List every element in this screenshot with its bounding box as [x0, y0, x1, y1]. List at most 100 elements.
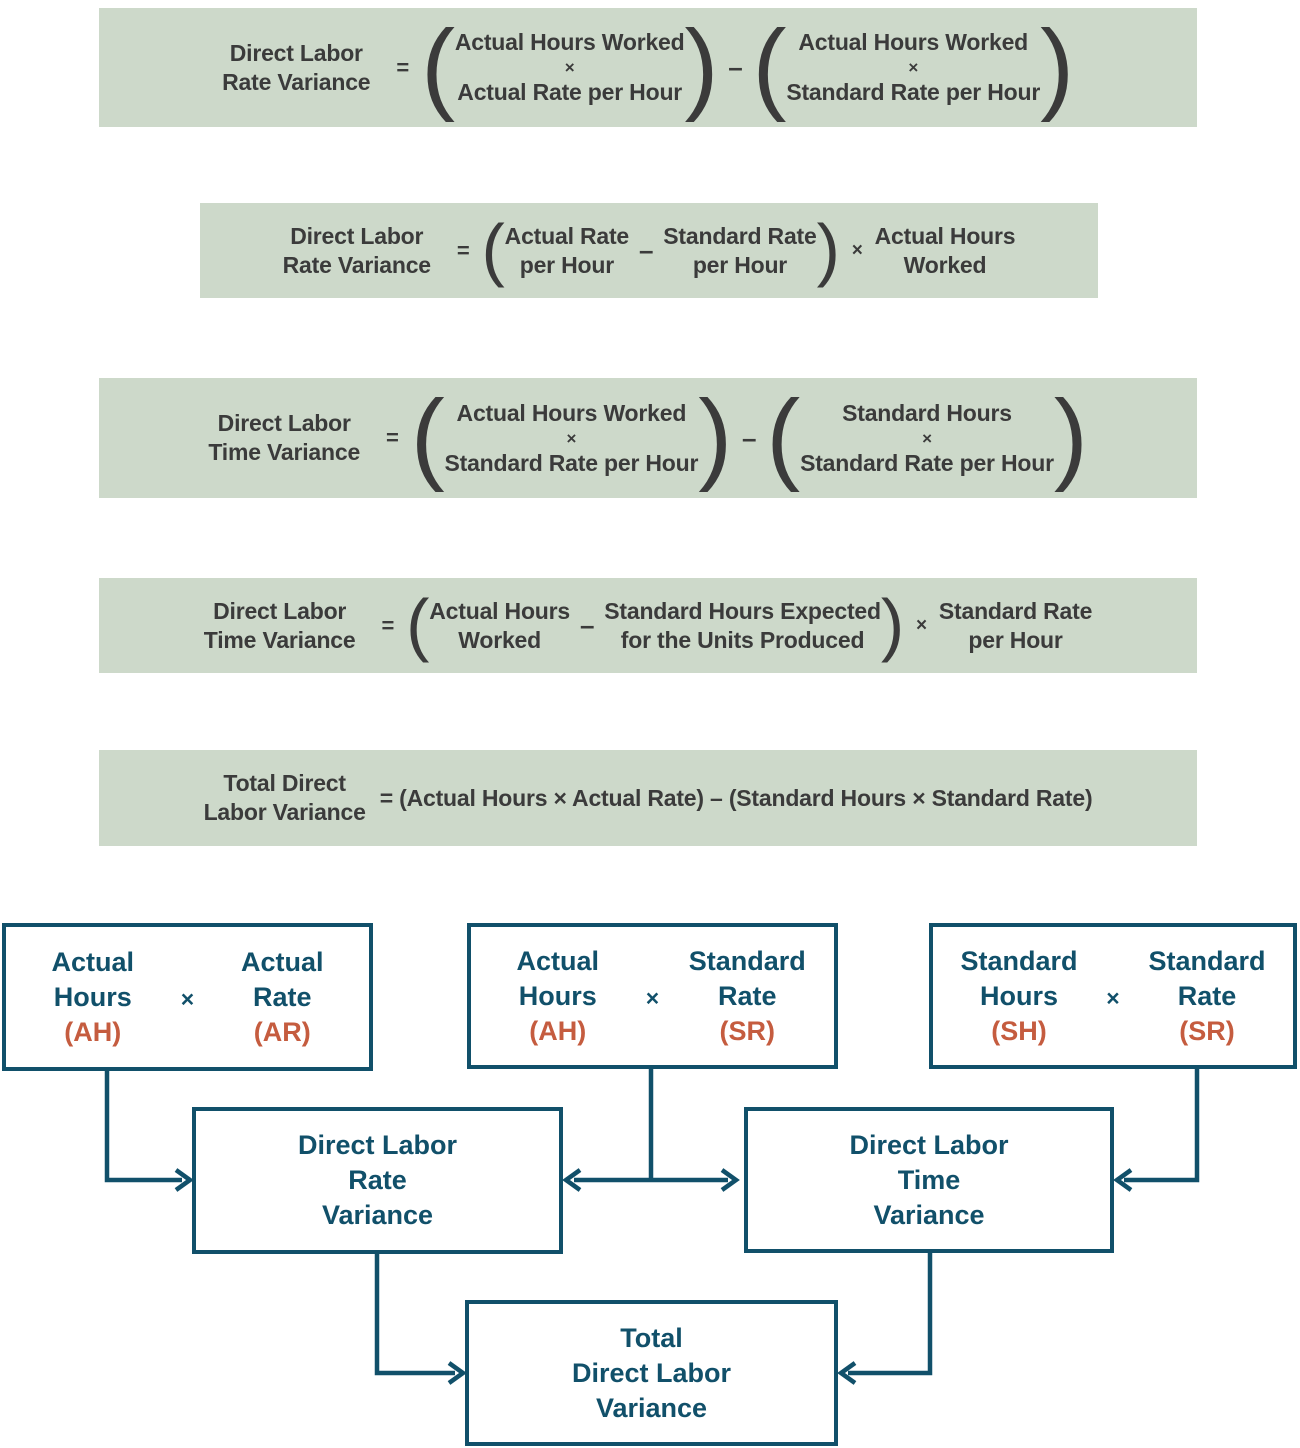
- formula-lhs-line: Rate Variance: [222, 68, 371, 95]
- close-paren: ): [1053, 379, 1088, 493]
- times-sign: ×: [1106, 984, 1120, 1011]
- equals-sign: =: [386, 425, 399, 450]
- connector-rate-variance-to-total: [374, 1254, 455, 1376]
- factor-standard-rate: Standard Rate (SR): [675, 944, 821, 1049]
- formula-panel-time-variance-expanded: Direct Labor Time Variance = ( Actual Ho…: [99, 378, 1197, 498]
- formula-term-line: Worked: [903, 251, 987, 278]
- times-sign: ×: [566, 428, 577, 448]
- formula-term-stack: Standard Hours Expected for the Units Pr…: [604, 597, 881, 655]
- formula-term-line: Standard Rate: [663, 222, 817, 249]
- factor-line: Actual: [516, 945, 600, 976]
- factor-actual-hours: Actual Hours (AH): [485, 944, 631, 1049]
- factor-abbreviation: (AH): [529, 1015, 587, 1046]
- formula-term-stack: Standard Hours × Standard Rate per Hour: [800, 399, 1054, 478]
- variance-label-line: Rate: [348, 1165, 407, 1195]
- variance-label-line: Direct Labor: [297, 1130, 458, 1160]
- formula-lhs: Direct Labor Time Variance: [204, 597, 356, 655]
- open-paren: (: [406, 584, 430, 663]
- formula-term-line: Standard Rate: [938, 597, 1093, 624]
- formula-term-stack: Actual Hours Worked × Standard Rate per …: [444, 399, 698, 478]
- formula-lhs: Direct Labor Time Variance: [208, 409, 360, 467]
- formula-term-line: per Hour: [519, 251, 614, 278]
- total-variance-label-line: Variance: [595, 1392, 708, 1423]
- factor-line: Rate: [717, 980, 777, 1011]
- arrowhead-right-icon: [447, 1361, 467, 1385]
- equals-sign: =: [381, 612, 395, 638]
- formula-lhs: Direct Labor Rate Variance: [222, 39, 370, 97]
- factor-line: Hours: [979, 980, 1058, 1011]
- formula-term-line: Actual Hours: [874, 222, 1016, 249]
- factor-line: Standard: [1148, 945, 1266, 976]
- factor-line: Hours: [53, 981, 132, 1012]
- formula-term-line: Actual Rate per Hour: [457, 79, 683, 105]
- formula-lhs-line: Time Variance: [208, 439, 361, 465]
- variance-label-line: Variance: [321, 1200, 434, 1230]
- factor-abbreviation: (SR): [1179, 1015, 1235, 1046]
- flow-box-actual-hours-standard-rate: Actual Hours (AH) × Standard Rate (SR): [467, 923, 838, 1069]
- formula-term-line: Standard Rate per Hour: [444, 449, 699, 476]
- close-paren: ): [698, 379, 733, 493]
- formula-term-stack: Actual Hours Worked: [429, 597, 570, 655]
- formula-lhs-line: Direct Labor: [217, 410, 351, 436]
- formula-lhs-line: Direct Labor: [213, 597, 347, 624]
- open-paren: (: [752, 8, 787, 123]
- formula-term-line: Actual Hours Worked: [454, 29, 685, 55]
- flow-box-actual-hours-actual-rate: Actual Hours (AH) × Actual Rate (AR): [2, 923, 373, 1071]
- formula-lhs-line: Rate Variance: [282, 251, 431, 278]
- close-paren: ): [816, 209, 840, 288]
- flow-box-standard-hours-standard-rate: Standard Hours (SH) × Standard Rate (SR): [929, 923, 1297, 1069]
- formula-lhs-line: Labor Variance: [203, 799, 366, 825]
- flow-box-direct-labor-time-variance: Direct Labor Time Variance: [744, 1107, 1114, 1253]
- close-paren: ): [684, 8, 719, 123]
- factor-abbreviation: (SH): [991, 1015, 1047, 1046]
- minus-sign: –: [639, 235, 654, 265]
- formula-rhs: = (Actual Hours × Actual Rate) – (Standa…: [379, 784, 1093, 811]
- variance-label-line: Variance: [873, 1199, 985, 1230]
- formula-term-line: per Hour: [968, 626, 1063, 653]
- factor-actual-hours: Actual Hours (AH): [20, 945, 166, 1050]
- arrowhead-left-icon: [1113, 1168, 1133, 1192]
- flow-box-direct-labor-rate-variance: Direct Labor Rate Variance: [192, 1107, 563, 1254]
- formula-term-line: Actual Hours Worked: [798, 29, 1029, 55]
- factor-abbreviation: (SR): [719, 1015, 776, 1046]
- minus-sign: –: [742, 422, 757, 453]
- minus-sign: –: [728, 52, 743, 82]
- formula-term-line: Worked: [458, 626, 541, 653]
- factor-line: Rate: [252, 981, 312, 1012]
- factor-abbreviation: (AH): [64, 1016, 122, 1047]
- times-sign: ×: [851, 239, 863, 261]
- connector-time-variance-to-total: [848, 1253, 933, 1376]
- times-sign: ×: [180, 985, 195, 1012]
- variance-label-line: Direct Labor: [849, 1129, 1009, 1160]
- formula-lhs-line: Total Direct: [223, 770, 346, 796]
- formula-lhs-line: Direct Labor: [290, 222, 424, 249]
- formula-panel-time-variance-factored: Direct Labor Time Variance = ( Actual Ho…: [99, 578, 1197, 673]
- equals-sign: =: [456, 237, 470, 263]
- times-sign: ×: [645, 984, 660, 1011]
- minus-sign: –: [580, 610, 595, 640]
- factor-line: Rate: [1177, 980, 1237, 1011]
- open-paren: (: [410, 379, 445, 493]
- formula-term-stack: Standard Rate per Hour: [938, 597, 1093, 655]
- formula-term-line: Standard Hours: [842, 399, 1012, 426]
- formula-term-line: for the Units Produced: [620, 626, 865, 653]
- formula-term-line: Actual Hours: [429, 597, 570, 624]
- factor-line: Standard: [960, 945, 1078, 976]
- open-paren: (: [766, 379, 801, 493]
- formula-term-line: Standard Hours Expected: [604, 597, 881, 624]
- factor-line: Hours: [518, 980, 597, 1011]
- close-paren: ): [880, 584, 904, 663]
- arrowhead-right-icon: [174, 1168, 194, 1192]
- formula-lhs-line: Direct Labor: [229, 39, 363, 66]
- equals-sign: =: [396, 54, 410, 80]
- formula-term-line: Standard Rate per Hour: [800, 449, 1054, 476]
- times-sign: ×: [908, 58, 919, 77]
- formula-lhs: Direct Labor Rate Variance: [283, 222, 431, 280]
- formula-panel-total-variance: Total Direct Labor Variance = (Actual Ho…: [99, 750, 1197, 846]
- formula-term-stack: Actual Rate per Hour: [505, 222, 630, 280]
- connector-sh-sr-to-time-variance: [1124, 1069, 1200, 1183]
- factor-standard-hours: Standard Hours (SH): [947, 944, 1091, 1049]
- factor-actual-rate: Actual Rate (AR): [210, 945, 356, 1050]
- factor-line: Actual: [240, 946, 324, 977]
- times-sign: ×: [564, 58, 575, 77]
